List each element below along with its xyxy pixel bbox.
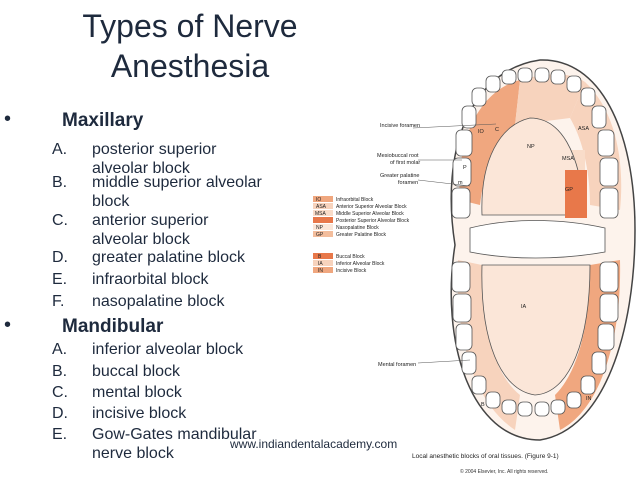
svg-text:IN: IN — [318, 268, 323, 274]
label-mesiobuccal-2: of first molar — [390, 160, 420, 166]
tag-msa: MSA — [562, 156, 574, 162]
label-greater-palatine-2: foramen — [398, 180, 418, 186]
label-mesiobuccal-1: Mesiobuccal root — [377, 153, 419, 159]
svg-text:Buccal Block: Buccal Block — [336, 254, 365, 260]
tag-in: IN — [586, 396, 592, 402]
tag-io: IO — [478, 129, 485, 135]
tag-asa: ASA — [578, 126, 589, 132]
svg-text:Posterior Superior Alveolar Bl: Posterior Superior Alveolar Block — [336, 218, 410, 224]
label-mental-foramen: Mental foramen — [378, 362, 416, 368]
svg-text:Anterior Superior Alveolar Blo: Anterior Superior Alveolar Block — [336, 204, 407, 210]
tag-c: C — [495, 127, 499, 133]
svg-text:ASA: ASA — [316, 204, 327, 210]
tag-gp: GP — [565, 187, 573, 193]
label-incisive-foramen: Incisive foramen — [380, 123, 420, 129]
svg-text:Greater Palatine Block: Greater Palatine Block — [336, 232, 387, 238]
legend-maxillary: IO Infraorbital Block ASA Anterior Super… — [313, 196, 410, 238]
svg-text:GP: GP — [316, 232, 324, 238]
svg-text:Incisive Block: Incisive Block — [336, 268, 367, 274]
svg-text:NP: NP — [316, 225, 324, 231]
svg-text:Nasopalatine Block: Nasopalatine Block — [336, 225, 379, 231]
label-greater-palatine-1: Greater palatine — [380, 173, 419, 179]
svg-text:IO: IO — [316, 197, 321, 203]
svg-text:MSA: MSA — [315, 211, 327, 217]
legend-mandibular: B Buccal Block IA Inferior Alveolar Bloc… — [313, 253, 385, 274]
tag-np: NP — [527, 144, 535, 150]
tag-p: P — [463, 165, 467, 171]
upper-molar-highlight — [565, 170, 587, 218]
tag-ia: IA — [521, 304, 527, 310]
figure-copyright: © 2004 Elsevier, Inc. All rights reserve… — [460, 468, 548, 475]
website-credit: www.indiandentalacademy.com — [230, 437, 397, 451]
figure-caption: Local anesthetic blocks of oral tissues.… — [412, 453, 559, 460]
svg-text:IA: IA — [318, 261, 323, 267]
mouth-opening — [470, 221, 605, 259]
svg-text:Middle Superior Alveolar Block: Middle Superior Alveolar Block — [336, 211, 404, 217]
svg-text:Infraorbital Block: Infraorbital Block — [336, 197, 374, 203]
tag-b: B — [481, 402, 485, 408]
svg-text:Inferior Alveolar Block: Inferior Alveolar Block — [336, 261, 385, 267]
